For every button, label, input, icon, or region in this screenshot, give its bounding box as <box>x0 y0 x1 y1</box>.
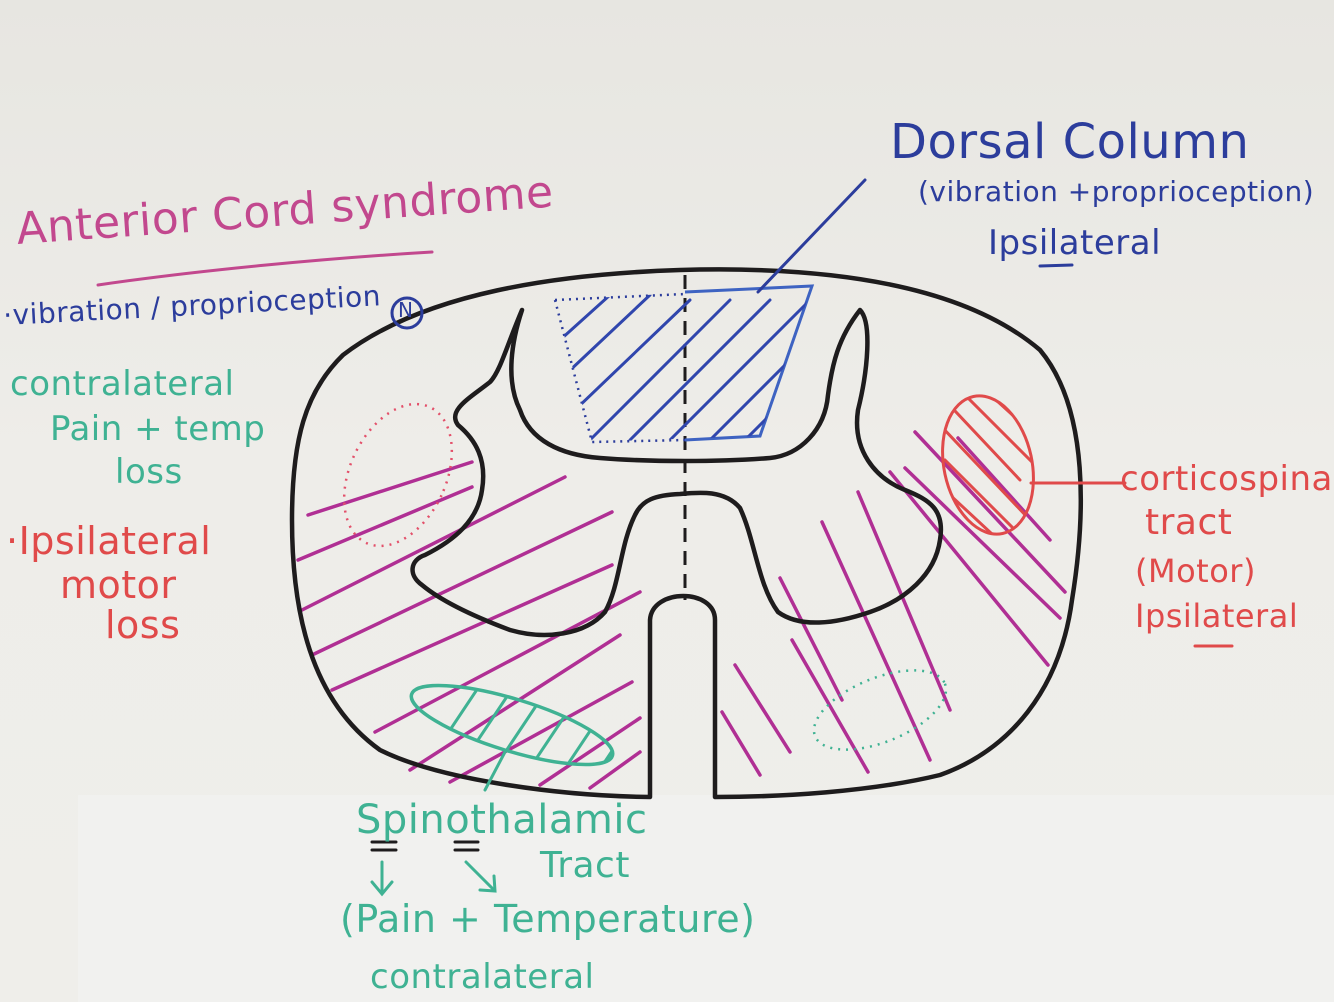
spinal-cord-outline <box>289 267 1083 800</box>
corticospinal-line-3: (Motor) <box>1135 552 1256 590</box>
dorsal-column-pointer <box>756 178 867 294</box>
corticospinal-line-2: tract <box>1145 502 1233 543</box>
title-cord: Cord <box>210 183 319 242</box>
anterior-lesion-hatching <box>296 430 1067 790</box>
left-dotted-ellipse <box>342 402 454 548</box>
dorsal-column-region <box>553 284 815 444</box>
dorsal-la-underline <box>1038 263 1074 268</box>
note-contralateral-2: Pain + temp <box>50 409 266 449</box>
dorsal-column-side: Ipsilateral <box>988 223 1162 263</box>
corticospinal-line-1: corticospinal <box>1120 459 1334 499</box>
right-dotted-ellipse <box>812 669 948 751</box>
dorsal-column-title: Dorsal Column <box>890 114 1250 170</box>
note-contralateral-1: contralateral <box>10 364 235 404</box>
grey-matter-outline <box>410 307 944 638</box>
note-ipsilateral-3: loss <box>105 603 181 647</box>
note-ipsilateral-2: motor <box>60 563 177 607</box>
spinothalamic-side: contralateral <box>370 957 595 997</box>
spinothalamic-tract: Tract <box>540 845 630 886</box>
spinothalamic-arrows <box>370 840 480 852</box>
normal-symbol-circle <box>390 296 424 330</box>
note-contralateral-3: loss <box>115 452 183 492</box>
note-ipsilateral-1: ·Ipsilateral <box>6 519 212 563</box>
corticospinal-tract-region <box>938 388 1127 543</box>
dorsal-column-subtitle: (vibration +proprioception) <box>918 175 1315 208</box>
board-lower-panel <box>78 795 1334 1002</box>
title-underline <box>96 250 434 287</box>
spinothalamic-function: (Pain + Temperature) <box>340 897 756 941</box>
note-normal-symbol: N <box>398 298 414 322</box>
spinothalamic-title: Spinothalamic <box>356 797 648 843</box>
corticospinal-line-4: Ipsilateral <box>1135 597 1299 635</box>
